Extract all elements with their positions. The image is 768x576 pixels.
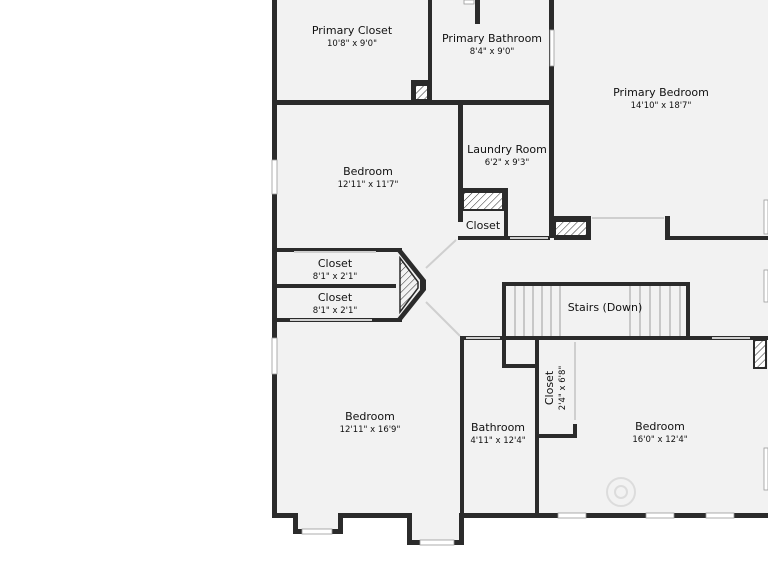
room-dims-primary-bath: 8'4" x 9'0" [470, 47, 515, 57]
room-name-closet-small: Closet [466, 219, 501, 232]
room-name-primary-closet: Primary Closet [312, 24, 393, 37]
hatched-fixtures [399, 84, 767, 369]
room-dims-closet-b: 8'1" x 2'1" [313, 306, 358, 316]
room-name-laundry: Laundry Room [467, 143, 547, 156]
room-dims-bedroom-bottom: 12'11" x 16'9" [340, 425, 401, 435]
room-name-bathroom: Bathroom [471, 421, 525, 434]
room-dims-bathroom: 4'11" x 12'4" [470, 436, 525, 446]
room-labels: Primary Closet 10'8" x 9'0" Primary Bath… [312, 24, 709, 446]
room-name-bedroom-top: Bedroom [343, 165, 393, 178]
stair-treads [514, 286, 681, 336]
room-dims-closet-a: 8'1" x 2'1" [313, 272, 358, 282]
room-name-primary-bath: Primary Bathroom [442, 32, 542, 45]
room-dims-bedroom-right: 16'0" x 12'4" [632, 435, 687, 445]
room-name-bedroom-bottom: Bedroom [345, 410, 395, 423]
room-name-primary-bedroom: Primary Bedroom [613, 86, 709, 99]
room-name-closet-b: Closet [318, 291, 353, 304]
room-dims-primary-bedroom: 14'10" x 18'7" [631, 101, 692, 111]
door-openings [290, 217, 750, 420]
room-name-closet-a: Closet [318, 257, 353, 270]
room-dims-bedroom-top: 12'11" x 11'7" [338, 180, 399, 190]
room-dims-closet-vertical: 2'4" x 6'8" [558, 366, 568, 411]
room-name-closet-vertical: Closet [543, 370, 556, 405]
floor-area [276, 0, 768, 543]
windows [271, 0, 768, 546]
watermark-logo [606, 477, 636, 507]
room-dims-primary-closet: 10'8" x 9'0" [327, 39, 377, 49]
room-dims-laundry: 6'2" x 9'3" [485, 158, 530, 168]
room-name-bedroom-right: Bedroom [635, 420, 685, 433]
room-name-stairs: Stairs (Down) [568, 301, 643, 314]
